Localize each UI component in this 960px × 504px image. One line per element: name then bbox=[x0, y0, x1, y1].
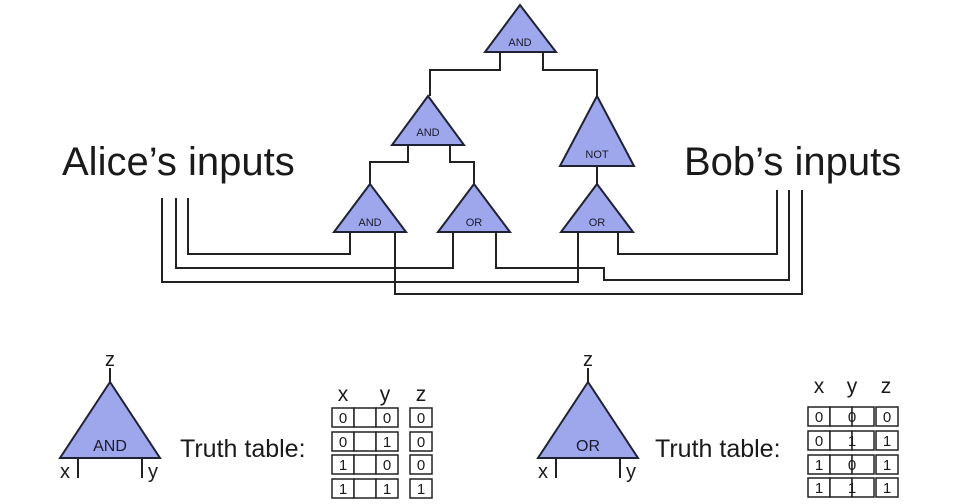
legend-or-cell: 1 bbox=[815, 480, 823, 497]
legend-or-cell: 0 bbox=[848, 409, 856, 426]
legend-and-cell: 0 bbox=[383, 410, 391, 427]
legend-or-cell: 1 bbox=[848, 433, 856, 450]
bob-inputs-label: Bob’s inputs bbox=[684, 140, 901, 184]
legend-and-cell: 0 bbox=[383, 457, 391, 474]
legend-or-cell: 1 bbox=[848, 480, 856, 497]
alice-inputs-label: Alice’s inputs bbox=[62, 140, 295, 184]
legend-and-cell: 0 bbox=[417, 457, 425, 474]
legend-and-cell: 1 bbox=[383, 434, 391, 451]
legend-and-cell: 0 bbox=[417, 434, 425, 451]
legend-or-input-y: y bbox=[626, 461, 636, 483]
legend-or-truth-label: Truth table: bbox=[655, 435, 781, 463]
legend-or-header-x: x bbox=[814, 375, 825, 398]
legend-and-cell: 0 bbox=[339, 410, 347, 427]
legend-and-cell: 0 bbox=[339, 434, 347, 451]
legend-and: z AND x y Truth table: x y z 0 bbox=[58, 349, 433, 499]
legend-or-header-y: y bbox=[847, 375, 858, 398]
legend-or-gate-label: OR bbox=[576, 438, 600, 455]
gate-not: NOT bbox=[558, 93, 636, 167]
gate-mid-and: AND bbox=[390, 94, 466, 146]
legend-or-cell: 1 bbox=[883, 480, 891, 497]
gate-bottom-or-left-label: OR bbox=[466, 217, 483, 229]
legend-or-cell: 0 bbox=[815, 433, 823, 450]
legend-or: z OR x y Truth table: x y z 0 bbox=[536, 349, 899, 498]
legend-and-cell: 1 bbox=[383, 481, 391, 498]
legend-and-gate-label: AND bbox=[93, 438, 127, 455]
legend-and-input-x: x bbox=[60, 461, 70, 483]
legend-or-cell: 0 bbox=[883, 409, 891, 426]
gate-bottom-and: AND bbox=[332, 182, 408, 233]
gate-bottom-or-left: OR bbox=[436, 182, 512, 233]
legend-and-header-x: x bbox=[338, 383, 349, 406]
legend-or-input-x: x bbox=[538, 461, 548, 483]
legend-or-cell: 1 bbox=[883, 433, 891, 450]
gate-bottom-or-right-label: OR bbox=[589, 217, 606, 229]
gate-top-and: AND bbox=[483, 3, 559, 53]
legend-and-output-pin: z bbox=[105, 349, 115, 371]
legend-or-cell: 0 bbox=[848, 457, 856, 474]
legend-and-truth-label: Truth table: bbox=[180, 435, 306, 463]
legend-or-cell: 0 bbox=[815, 409, 823, 426]
legend-or-truth-table: 0 0 0 0 1 1 1 0 1 1 1 1 bbox=[807, 406, 899, 498]
legend-or-header-z: z bbox=[881, 375, 892, 398]
legend-and-cell: 1 bbox=[339, 481, 347, 498]
gate-bottom-or-right: OR bbox=[559, 182, 635, 233]
legend-and-header-y: y bbox=[380, 383, 391, 406]
gate-top-and-label: AND bbox=[508, 37, 531, 49]
legend-and-input-y: y bbox=[148, 461, 158, 483]
gate-mid-and-label: AND bbox=[416, 127, 439, 139]
legend-and-truth-table: 0 0 0 0 1 0 1 0 0 1 1 1 bbox=[331, 407, 433, 499]
gate-not-label: NOT bbox=[585, 149, 609, 161]
legend-and-header-z: z bbox=[416, 383, 427, 406]
legend-and-cell: 0 bbox=[417, 410, 425, 427]
legend-and-cell: 1 bbox=[417, 481, 425, 498]
gate-bottom-and-label: AND bbox=[358, 217, 381, 229]
legend-and-cell: 1 bbox=[339, 457, 347, 474]
legend-or-cell: 1 bbox=[815, 457, 823, 474]
legend-or-output-pin: z bbox=[583, 349, 593, 371]
circuit-wires bbox=[161, 52, 803, 295]
legend-or-cell: 1 bbox=[883, 457, 891, 474]
